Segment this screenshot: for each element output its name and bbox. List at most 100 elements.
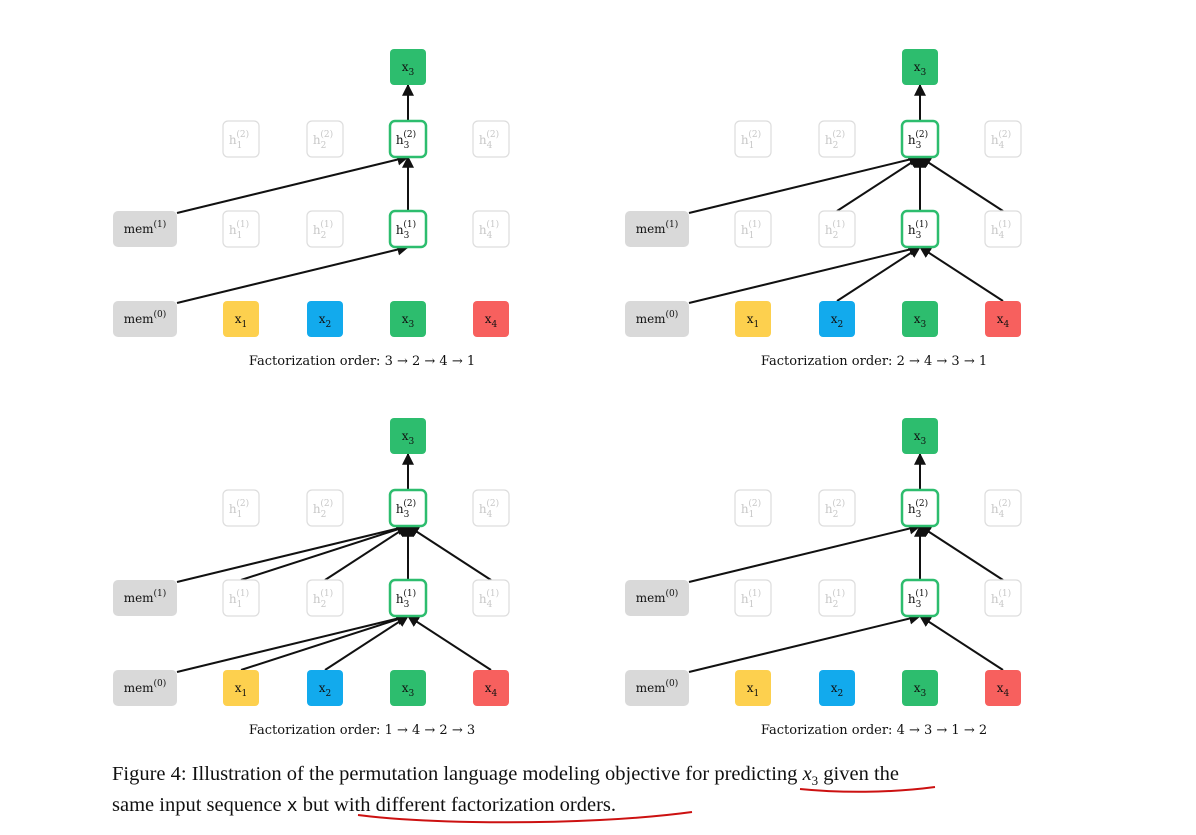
panel-top-right: x3h1(2)h2(2)h3(2)h4(2)h1(1)h2(1)h3(1)h4(… <box>625 49 1022 369</box>
input-token-x1 <box>735 301 771 337</box>
hidden-node-label-layer1-h2: h2(1) <box>825 219 845 241</box>
edge-h4-to-h3-layer2 <box>918 525 1004 581</box>
caption-line2-end: but with different factorization orders. <box>297 794 617 817</box>
caption-line2-start: same input sequence <box>112 794 287 817</box>
output-node-label: x3 <box>402 60 415 78</box>
hidden-node-layer1-h4 <box>472 210 510 248</box>
hidden-node-layer1-h4 <box>984 579 1022 617</box>
output-node-x3 <box>390 418 426 454</box>
mem-bottom-label: mem(0) <box>636 309 679 326</box>
input-token-x3 <box>390 301 426 337</box>
input-token-x3 <box>902 670 938 706</box>
input-token-label-x2: x2 <box>319 312 332 330</box>
hidden-node-layer2-h3 <box>388 488 428 528</box>
edge-x4-to-h3-layer1 <box>406 615 492 671</box>
hidden-node-label-layer2-h4: h4(2) <box>991 129 1011 151</box>
hidden-node-label-layer1-h2: h2(1) <box>313 219 333 241</box>
input-token-label-x3: x3 <box>914 312 927 330</box>
hidden-node-layer2-h2 <box>306 489 344 527</box>
hidden-node-layer2-h2 <box>306 120 344 158</box>
mem-top-label: mem(1) <box>124 219 167 236</box>
panel-caption-top-right: Factorization order: 2 → 4 → 3 → 1 <box>761 354 987 369</box>
hidden-node-layer2-h1 <box>734 120 772 158</box>
hidden-node-layer1-h1 <box>222 210 260 248</box>
edge-x4-to-h3-layer1 <box>918 246 1004 302</box>
hidden-node-layer2-h1 <box>222 489 260 527</box>
caption-math-var: x <box>802 763 812 785</box>
edge-mem-to-h3-layer1 <box>688 243 922 304</box>
input-token-label-x3: x3 <box>402 312 415 330</box>
mem-top-node <box>625 211 689 247</box>
hidden-node-layer2-h1 <box>734 489 772 527</box>
panel-top-left: x3 h1(2) h2(2) h3(2) h4(2) h1(1) h2(1) h3(1) h4(… <box>113 49 510 369</box>
hidden-node-label-layer1-h3: h3(1) <box>908 588 928 610</box>
hidden-node-label-layer1-h3: h3(1) <box>396 219 416 241</box>
edge-mem-to-h3-layer1 <box>176 612 410 673</box>
hidden-node-label-layer2-h3: h3(2) <box>396 129 416 151</box>
hidden-node-label-layer2-h2: h2(2) <box>313 129 333 151</box>
input-token-x1 <box>735 670 771 706</box>
mem-bottom-label: mem(0) <box>124 678 167 695</box>
input-token-label-x4: x4 <box>997 681 1010 699</box>
edge-x2-to-h3-layer1 <box>324 615 410 671</box>
hidden-node-layer1-h2 <box>306 210 344 248</box>
hidden-node-layer1-h3 <box>900 209 940 249</box>
output-node-label: x3 <box>402 429 415 447</box>
input-token-label-x2: x2 <box>831 681 844 699</box>
hidden-node-layer2-h4 <box>472 120 510 158</box>
input-token-label-x2: x2 <box>319 681 332 699</box>
hidden-node-label-layer2-h1: h1(2) <box>229 129 249 151</box>
hidden-node-label-layer2-h1: h1(2) <box>741 129 761 151</box>
hidden-node-layer2-h2 <box>818 120 856 158</box>
hidden-node-label-layer1-h4: h4(1) <box>991 588 1011 610</box>
panel-caption-top-left: Factorization order: 3 → 2 → 4 → 1 <box>249 354 475 369</box>
hidden-node-layer1-h1 <box>734 210 772 248</box>
input-token-x1 <box>223 670 259 706</box>
hidden-node-layer1-h2 <box>818 579 856 617</box>
mem-bottom-node <box>113 301 177 337</box>
hidden-node-layer2-h4 <box>472 489 510 527</box>
panel-bottom-left: x3h1(2)h2(2)h3(2)h4(2)h1(1)h2(1)h3(1)h4(… <box>113 418 510 738</box>
hidden-node-label-layer2-h3: h3(2) <box>396 498 416 520</box>
input-token-x4 <box>473 670 509 706</box>
output-node-x3 <box>390 49 426 85</box>
hidden-node-label-layer1-h3: h3(1) <box>396 588 416 610</box>
edge-mem-to-h3-layer1 <box>688 612 922 673</box>
input-token-label-x3: x3 <box>402 681 415 699</box>
mem-bottom-label: mem(0) <box>636 678 679 695</box>
mem-top-node <box>113 580 177 616</box>
hidden-node-layer2-h2 <box>818 489 856 527</box>
hidden-node-label-layer1-h4: h4(1) <box>479 219 499 241</box>
hidden-node-label-layer2-h2: h2(2) <box>825 498 845 520</box>
panel-caption-bottom-right: Factorization order: 4 → 3 → 1 → 2 <box>761 723 987 738</box>
input-token-x4 <box>473 301 509 337</box>
hidden-node-label-layer2-h4: h4(2) <box>479 129 499 151</box>
caption-middle: given the <box>818 763 900 785</box>
hidden-node-layer1-h3 <box>900 578 940 618</box>
input-token-label-x1: x1 <box>235 681 248 699</box>
input-token-x4 <box>985 670 1021 706</box>
hidden-node-layer1-h3 <box>388 209 428 249</box>
hidden-node-label-layer1-h1: h1(1) <box>229 219 249 241</box>
hidden-node-layer1-h1 <box>734 579 772 617</box>
mem-top-node <box>113 211 177 247</box>
hidden-node-label-layer1-h2: h2(1) <box>825 588 845 610</box>
edge-h1-to-h3-layer2 <box>240 523 410 581</box>
edge-mem-to-h3-layer2 <box>688 522 922 583</box>
input-token-label-x2: x2 <box>831 312 844 330</box>
hidden-node-layer2-h3 <box>900 488 940 528</box>
mem-bottom-node <box>625 670 689 706</box>
hidden-node-layer1-h4 <box>472 579 510 617</box>
hidden-node-label-layer2-h4: h4(2) <box>479 498 499 520</box>
hidden-node-label-layer1-h1: h1(1) <box>741 219 761 241</box>
edge-x1-to-h3-layer1 <box>240 613 410 671</box>
hidden-node-layer2-h3 <box>388 119 428 159</box>
input-token-label-x1: x1 <box>235 312 248 330</box>
output-node-label: x3 <box>914 429 927 447</box>
input-token-x4 <box>985 301 1021 337</box>
input-token-x3 <box>390 670 426 706</box>
edge-x2-to-h3-layer1 <box>836 246 922 302</box>
output-node-label: x3 <box>914 60 927 78</box>
input-token-label-x1: x1 <box>747 681 760 699</box>
